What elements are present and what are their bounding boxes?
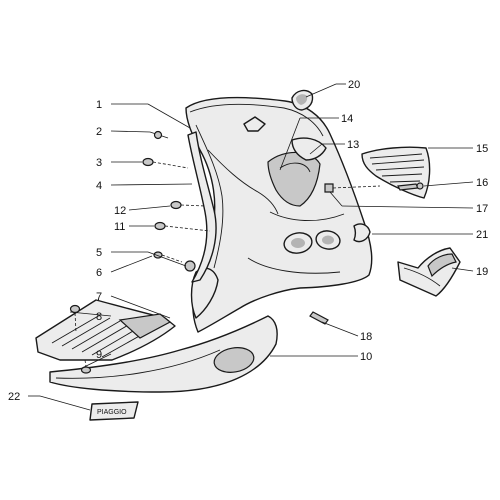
- callout-labels: 1 2 3 4 12 11 5 6 7 8 9 22 20 14 13 15 1…: [8, 79, 488, 403]
- callout-17: 17: [476, 203, 488, 215]
- callout-20: 20: [348, 79, 360, 91]
- callout-15: 15: [476, 143, 488, 155]
- lower-spoiler: [49, 315, 278, 393]
- callout-1: 1: [96, 99, 102, 111]
- leader-lines: [28, 83, 474, 411]
- callout-21: 21: [476, 229, 488, 241]
- front-shield: [184, 96, 373, 333]
- screw-16: [397, 182, 424, 191]
- screw-12: [170, 200, 207, 210]
- tray-19: [397, 247, 461, 297]
- callout-22: 22: [8, 391, 20, 403]
- callout-11: 11: [114, 221, 125, 233]
- callout-6: 6: [96, 267, 102, 279]
- screw-2: [149, 130, 169, 140]
- stud-18: [309, 311, 329, 325]
- callout-19: 19: [476, 266, 488, 278]
- callout-10: 10: [360, 351, 372, 363]
- callout-14: 14: [341, 113, 353, 125]
- footrest-board: [35, 299, 176, 361]
- callout-5: 5: [96, 247, 102, 259]
- callout-4: 4: [96, 180, 102, 192]
- side-panel: [291, 137, 327, 161]
- callout-9: 9: [96, 349, 102, 361]
- callout-16: 16: [476, 177, 488, 189]
- callout-8: 8: [96, 311, 102, 323]
- callout-12: 12: [114, 205, 126, 217]
- badge-20: [291, 89, 314, 111]
- lens-21: [353, 223, 371, 243]
- screw-3: [142, 157, 189, 169]
- inner-shield-strip: [187, 131, 217, 283]
- clip-17: [324, 183, 381, 193]
- callout-18: 18: [360, 331, 372, 343]
- callout-13: 13: [347, 139, 359, 151]
- callout-7: 7: [96, 291, 102, 303]
- brand-plate-22: PIAGGIO: [89, 401, 139, 421]
- screw-6: [153, 251, 183, 263]
- grille-15: [361, 146, 431, 199]
- callout-2: 2: [96, 126, 102, 138]
- brand-plate-text: PIAGGIO: [97, 409, 127, 416]
- callout-3: 3: [96, 157, 102, 169]
- screw-11: [154, 221, 211, 232]
